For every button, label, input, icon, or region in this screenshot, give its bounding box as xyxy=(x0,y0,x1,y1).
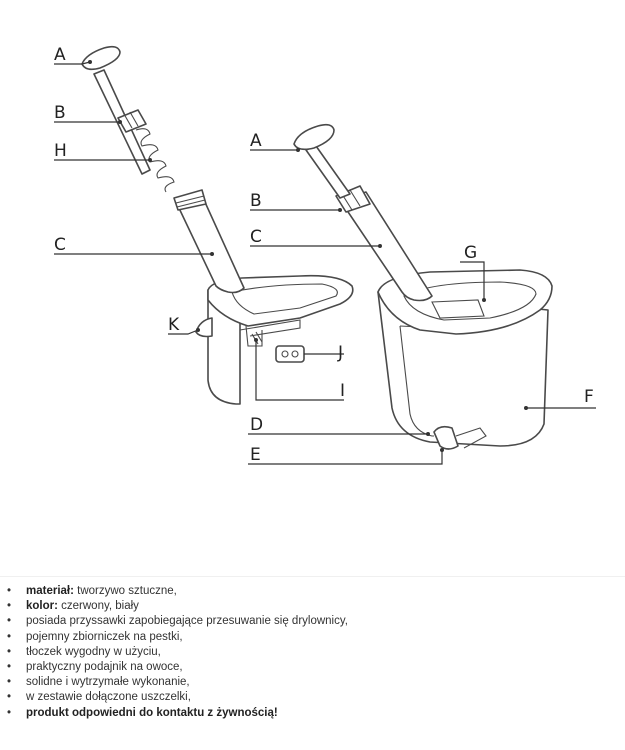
feature-bold: materiał: xyxy=(26,585,74,597)
left-handle xyxy=(81,45,121,71)
right-outlet xyxy=(433,425,459,450)
feature-item: tłoczek wygodny w użyciu, xyxy=(0,645,625,660)
seal-j-hole-2 xyxy=(291,350,299,358)
feature-item: praktyczny podajnik na owoce, xyxy=(0,660,625,675)
feature-bold: produkt odpowiedni do kontaktu z żywnośc… xyxy=(26,706,278,719)
right-body-edge xyxy=(399,325,434,437)
feature-item: posiada przyssawki zapobiegające przesuw… xyxy=(0,614,625,629)
label-right-c: C xyxy=(250,227,262,247)
lead-right-g xyxy=(460,261,485,300)
diagram-svg: A B H C K A B C G F J I D E xyxy=(54,45,596,465)
left-rim xyxy=(245,325,263,347)
lead-left-k xyxy=(168,329,199,335)
feature-list: materiał: tworzywo sztuczne, kolor: czer… xyxy=(0,584,625,721)
feature-item: kolor: czerwony, biały xyxy=(0,599,625,614)
left-hopper-inner xyxy=(231,283,338,315)
feature-text: solidne i wytrzymałe wykonanie, xyxy=(26,676,190,689)
label-right-g: G xyxy=(464,243,477,263)
right-tube xyxy=(339,191,433,302)
dot-left-a xyxy=(88,60,92,64)
product-diagram: A B H C K A B C G F J I D E xyxy=(54,45,596,465)
label-right-a: A xyxy=(250,131,262,151)
label-right-b: B xyxy=(250,191,262,211)
label-right-f: F xyxy=(584,387,594,407)
label-left-k: K xyxy=(168,315,180,335)
label-left-h: H xyxy=(54,141,67,161)
dot-right-b xyxy=(338,208,342,212)
left-tube-thread xyxy=(175,195,206,208)
dot-right-f xyxy=(524,406,528,410)
separator xyxy=(0,576,625,577)
dot-right-c xyxy=(378,244,382,248)
right-outlet-clip xyxy=(455,427,487,449)
labels: A B H C K A B C G F J I D E xyxy=(54,45,594,465)
feature-bold: kolor: xyxy=(26,600,58,613)
label-j: J xyxy=(337,343,343,363)
lead-left-a xyxy=(54,61,91,65)
left-device xyxy=(81,45,354,405)
dot-left-h xyxy=(148,158,152,162)
right-hopper-inner xyxy=(403,281,537,321)
left-shelf xyxy=(239,319,301,337)
suction-cup-k xyxy=(195,317,213,338)
dot-left-b xyxy=(118,120,122,124)
feature-item: w zestawie dołączone uszczelki, xyxy=(0,690,625,705)
lead-e xyxy=(248,450,443,465)
feature-item: produkt odpowiedni do kontaktu z żywnośc… xyxy=(0,706,625,721)
feature-text: tworzywo sztuczne, xyxy=(73,585,177,597)
feature-item: pojemny zbiorniczek na pestki, xyxy=(0,630,625,645)
lead-i xyxy=(255,340,344,401)
label-left-a: A xyxy=(54,45,66,65)
feature-text: praktyczny podajnik na owoce, xyxy=(26,661,183,674)
dot-right-g xyxy=(482,298,486,302)
left-collar-ribs xyxy=(123,111,139,129)
right-device xyxy=(293,123,553,450)
dot-i xyxy=(254,338,258,342)
label-e: E xyxy=(250,445,261,465)
dot-d xyxy=(426,432,430,436)
seal-j xyxy=(275,345,305,363)
leader-lines xyxy=(54,60,596,465)
feature-item: materiał: tworzywo sztuczne, xyxy=(0,584,625,599)
dot-right-a xyxy=(296,148,300,152)
feature-text: w zestawie dołączone uszczelki, xyxy=(26,691,191,704)
right-ramp-g xyxy=(431,299,485,319)
seal-j-body xyxy=(275,345,305,363)
label-i: I xyxy=(340,381,345,401)
dot-e xyxy=(440,448,444,452)
left-tube xyxy=(177,199,245,294)
label-d: D xyxy=(250,415,263,435)
dot-left-k xyxy=(196,328,200,332)
feature-text: posiada przyssawki zapobiegające przesuw… xyxy=(26,615,348,628)
label-left-b: B xyxy=(54,103,66,123)
seal-j-hole-1 xyxy=(281,350,289,358)
feature-text: tłoczek wygodny w użyciu, xyxy=(26,645,161,658)
right-rod xyxy=(305,145,351,199)
feature-text: pojemny zbiorniczek na pestki, xyxy=(26,630,183,643)
label-left-c: C xyxy=(54,235,66,255)
dot-left-c xyxy=(210,252,214,256)
right-handle xyxy=(293,123,335,151)
feature-item: solidne i wytrzymałe wykonanie, xyxy=(0,675,625,690)
feature-text: czerwony, biały xyxy=(57,600,139,613)
